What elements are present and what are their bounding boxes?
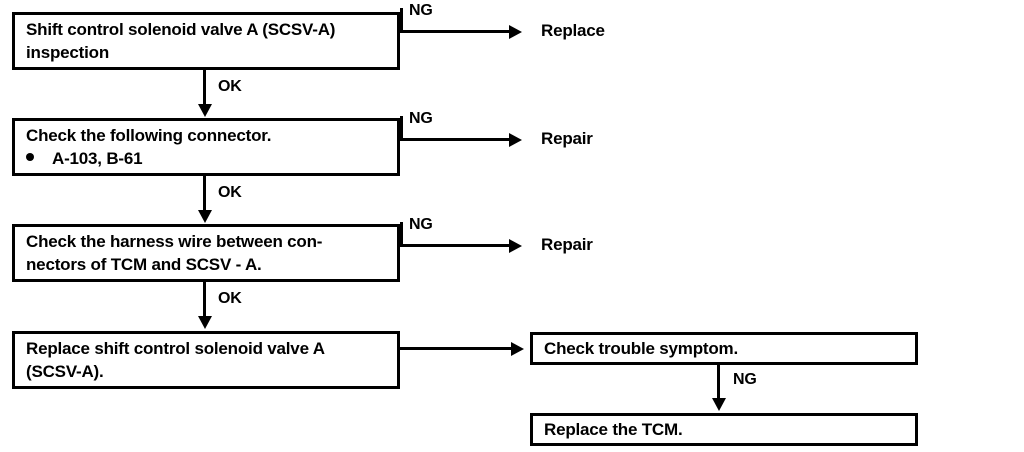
box-replace-solenoid-valve-line-2: (SCSV-A). xyxy=(26,361,104,381)
ng-connector-4-arrowhead xyxy=(711,398,726,411)
box-check-connector-bullet-1: A-103, B-61 xyxy=(52,148,143,168)
ng-branch-3-stub xyxy=(400,222,403,247)
box-replace-solenoid-valve-line-1: Replace shift control solenoid valve A xyxy=(26,339,325,358)
edge-label-ng-1: NG xyxy=(409,2,433,19)
ng-branch-1-line xyxy=(400,30,510,33)
box-replace-solenoid-valve[interactable]: Replace shift control solenoid valve A (… xyxy=(12,331,400,389)
ng-branch-1-arrowhead xyxy=(509,24,522,39)
box-check-connector-line-1: Check the following connector. xyxy=(26,126,272,145)
ng-branch-1-stub xyxy=(400,8,403,33)
ng-branch-3-line xyxy=(400,244,510,247)
box-check-harness-line-1: Check the harness wire between con- xyxy=(26,232,323,251)
box-scsv-a-inspection-line-2: inspection xyxy=(26,42,110,62)
terminal-repair-1: Repair xyxy=(541,129,593,148)
bullet-dot-icon xyxy=(26,153,34,162)
connector-valve-to-symptom-line xyxy=(400,347,512,350)
ng-connector-4-line xyxy=(717,365,720,401)
box-check-harness[interactable]: Check the harness wire between con- nect… xyxy=(12,224,400,282)
box-replace-tcm[interactable]: Replace the TCM. xyxy=(530,413,918,446)
ng-branch-2-arrowhead xyxy=(509,132,522,147)
edge-label-ok-1: OK xyxy=(218,78,242,95)
ok-connector-2-arrowhead xyxy=(197,210,212,223)
terminal-replace: Replace xyxy=(541,21,605,40)
box-check-connector[interactable]: Check the following connector. A-103, B-… xyxy=(12,118,400,176)
ok-connector-3-arrowhead xyxy=(197,316,212,329)
ok-connector-1-arrowhead xyxy=(197,104,212,117)
ng-branch-2-stub xyxy=(400,116,403,141)
edge-label-ok-3: OK xyxy=(218,290,242,307)
box-replace-tcm-line-1: Replace the TCM. xyxy=(544,420,683,439)
ok-connector-3-line xyxy=(203,282,206,319)
edge-label-ng-2: NG xyxy=(409,110,433,127)
box-scsv-a-inspection-line-1: Shift control solenoid valve A (SCSV-A) xyxy=(26,20,336,39)
terminal-repair-2: Repair xyxy=(541,235,593,254)
box-check-connector-bullet-row: A-103, B-61 xyxy=(26,148,397,171)
box-scsv-a-inspection[interactable]: Shift control solenoid valve A (SCSV-A) … xyxy=(12,12,400,70)
connector-valve-to-symptom-arrowhead xyxy=(511,341,524,356)
ng-branch-2-line xyxy=(400,138,510,141)
ok-connector-1-line xyxy=(203,70,206,107)
box-check-trouble-symptom-line-1: Check trouble symptom. xyxy=(544,339,738,358)
box-check-trouble-symptom[interactable]: Check trouble symptom. xyxy=(530,332,918,365)
edge-label-ng-3: NG xyxy=(409,216,433,233)
box-check-harness-line-2: nectors of TCM and SCSV - A. xyxy=(26,254,262,274)
edge-label-ok-2: OK xyxy=(218,184,242,201)
ng-branch-3-arrowhead xyxy=(509,238,522,253)
edge-label-ng-4: NG xyxy=(733,371,757,388)
ok-connector-2-line xyxy=(203,176,206,213)
